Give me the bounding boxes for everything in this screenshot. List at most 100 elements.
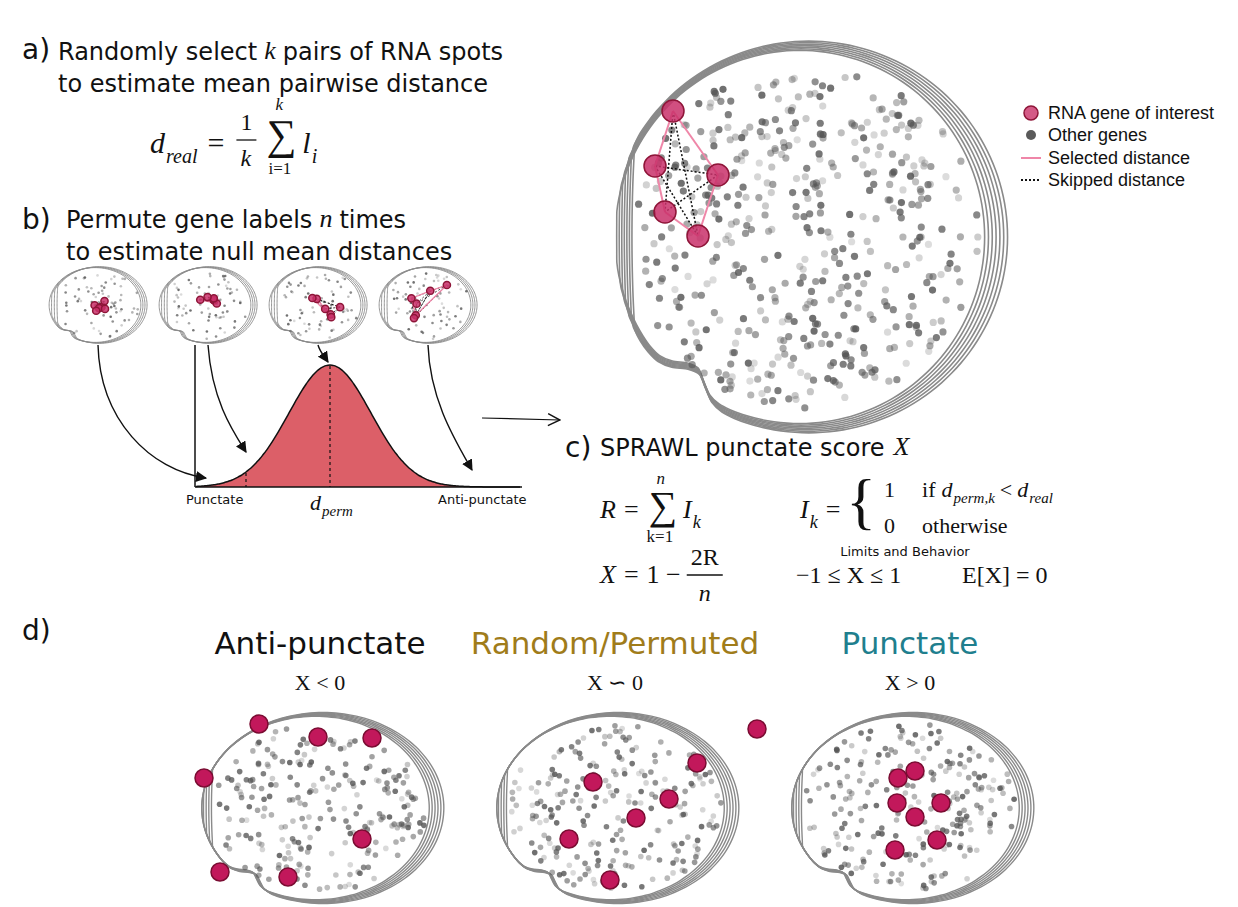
other-gene-dot: [223, 331, 226, 334]
legend-row: Selected distance: [1020, 148, 1190, 168]
other-gene-dot: [395, 311, 398, 314]
other-gene-dot: [792, 213, 799, 220]
other-gene-dot: [405, 762, 411, 768]
other-gene-dot: [886, 181, 893, 188]
other-gene-dot: [440, 320, 443, 323]
other-gene-dot: [111, 301, 114, 304]
math-symbol: d: [310, 492, 321, 514]
other-gene-dot: [929, 273, 936, 280]
math-symbol: otherwise: [922, 515, 1008, 537]
other-gene-dot: [740, 315, 747, 322]
other-gene-dot: [898, 121, 905, 128]
other-gene-dot: [672, 264, 679, 271]
other-gene-dot: [271, 736, 277, 742]
other-gene-dot: [638, 800, 644, 806]
other-gene-dot: [758, 133, 765, 140]
other-gene-dot: [244, 315, 247, 318]
other-gene-dot: [957, 761, 963, 767]
other-gene-dot: [815, 767, 821, 773]
other-gene-dot: [819, 277, 826, 284]
cell-outline: [627, 44, 1000, 429]
math-subscript: k: [810, 513, 818, 531]
other-gene-dot: [810, 377, 817, 384]
other-gene-dot: [703, 326, 710, 333]
other-gene-dot: [190, 282, 193, 285]
other-gene-dot: [643, 181, 650, 188]
cell-outline: [164, 267, 255, 343]
other-gene-dot: [173, 300, 176, 303]
other-gene-dot: [415, 324, 418, 327]
other-gene-dot: [717, 376, 724, 383]
other-gene-dot: [603, 778, 609, 784]
other-gene-dot: [229, 777, 235, 783]
other-gene-dot: [576, 805, 582, 811]
other-gene-dot: [879, 825, 885, 831]
other-gene-dot: [666, 750, 672, 756]
rna-gene-dot: [888, 794, 906, 812]
other-gene-dot: [943, 296, 950, 303]
other-gene-dot: [768, 189, 775, 196]
other-gene-dot: [456, 305, 459, 308]
other-gene-dot: [656, 295, 663, 302]
other-gene-dot: [257, 866, 263, 872]
other-gene-dot: [683, 146, 690, 153]
heading-text: to estimate mean pairwise distance: [58, 72, 488, 96]
panel-letter: d): [22, 617, 51, 645]
other-gene-dot: [858, 730, 864, 736]
other-gene-dot: [854, 304, 861, 311]
other-gene-dot: [822, 331, 829, 338]
other-gene-dot: [701, 369, 708, 376]
other-gene-dot: [680, 812, 686, 818]
other-gene-dot: [615, 815, 621, 821]
other-gene-dot: [960, 794, 966, 800]
other-gene-dot: [754, 173, 761, 180]
rna-gene-dot: [906, 762, 924, 780]
other-gene-dot: [732, 340, 739, 347]
other-gene-dot: [412, 281, 415, 284]
other-gene-dot: [250, 777, 256, 783]
legend-swatch: [1020, 170, 1042, 190]
other-gene-dot: [226, 310, 229, 313]
other-gene-dot: [948, 251, 955, 258]
other-gene-dot: [393, 297, 396, 300]
other-gene-dot: [768, 372, 775, 379]
other-gene-dot: [244, 817, 250, 823]
other-gene-dot: [510, 790, 516, 796]
other-gene-dot: [136, 292, 139, 295]
other-gene-dot: [92, 293, 95, 296]
math-symbol: R: [600, 497, 616, 523]
other-gene-dot: [422, 284, 425, 287]
math-symbol: l: [302, 128, 310, 158]
other-gene-dot: [851, 253, 858, 260]
other-gene-dot: [906, 340, 913, 347]
other-gene-dot: [727, 360, 734, 367]
other-gene-dot: [300, 282, 303, 285]
other-gene-dot: [256, 873, 262, 879]
other-gene-dot: [383, 846, 389, 852]
other-gene-dot: [87, 290, 90, 293]
other-gene-dot: [709, 130, 716, 137]
other-gene-dot: [940, 130, 947, 137]
other-gene-dot: [435, 274, 438, 277]
other-gene-dot: [109, 316, 112, 319]
other-gene-dot: [330, 329, 333, 332]
other-gene-dot: [75, 330, 78, 333]
other-gene-dot: [675, 303, 682, 310]
other-gene-dot: [921, 845, 927, 851]
other-gene-dot: [859, 818, 865, 824]
other-gene-dot: [758, 92, 765, 99]
other-gene-dot: [406, 822, 412, 828]
other-gene-dot: [529, 785, 535, 791]
other-gene-dot: [899, 728, 905, 734]
other-gene-dot: [266, 763, 272, 769]
rna-gene-dot: [889, 769, 907, 787]
other-gene-dot: [289, 319, 292, 322]
other-gene-dot: [366, 848, 372, 854]
other-gene-dot: [225, 285, 228, 288]
other-gene-dot: [604, 824, 610, 830]
other-gene-dot: [77, 288, 80, 291]
math-subscript: i=1: [268, 160, 291, 177]
other-gene-dot: [824, 375, 831, 382]
